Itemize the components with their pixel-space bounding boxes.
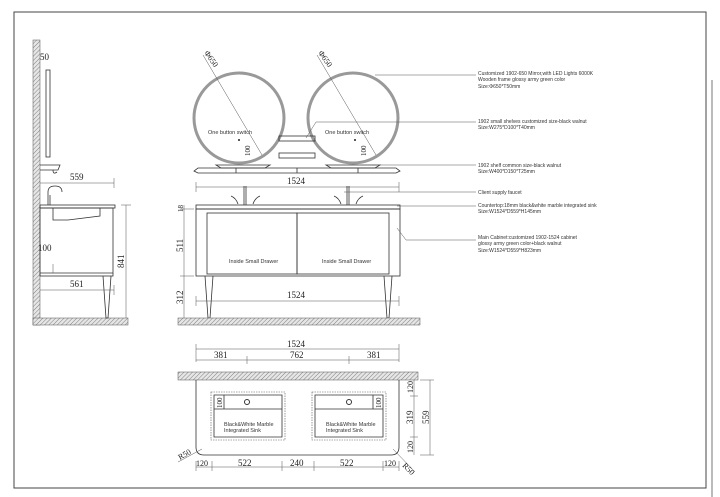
faucet-right (333, 186, 364, 205)
svg-text:Size:W400*D150*T25mm: Size:W400*D150*T25mm (478, 169, 535, 175)
svg-text:Size:W275*D100*T40mm: Size:W275*D100*T40mm (478, 125, 535, 131)
annotation-mirror: Customized 1902-650 Mirror,with LED Ligh… (478, 71, 594, 90)
annotations: Customized 1902-650 Mirror,with LED Ligh… (305, 71, 597, 254)
drawer-left-label: Inside Small Drawer (229, 259, 278, 265)
sink-right (311, 391, 387, 441)
mirror-left (192, 71, 286, 165)
sink-label-left-1: Black&White Marble (224, 422, 274, 428)
drawer-right-label: Inside Small Drawer (322, 259, 371, 265)
countertop-outline (195, 380, 400, 456)
switch-label-left: One button switch (208, 130, 252, 136)
annotation-faucet: Client supply faucet (478, 190, 522, 196)
plan-view: 1524 381 762 381 100 100 Black&White Mar… (177, 339, 434, 477)
front-view: Φ650 Φ650 One button switch One button s… (175, 49, 421, 326)
switch-offset-right: 100 (360, 145, 368, 156)
drawer-right (296, 212, 390, 275)
drain-left (244, 399, 250, 405)
floor (32, 317, 129, 326)
sink-label-left-2: Integrated Sink (224, 428, 261, 434)
sink-bowl-side (52, 208, 101, 221)
radius-left: R50 (177, 447, 193, 461)
dim-bottom-1: 120 (196, 459, 208, 468)
dim-right-segment: 381 (367, 350, 381, 360)
dim-sink-depth: 319 (405, 410, 415, 424)
svg-text:1902 shelf common size-black w: 1902 shelf common size-black walnut (478, 163, 562, 169)
svg-text:Size:Φ650*T50mm: Size:Φ650*T50mm (478, 84, 520, 90)
dim-shelf-width: 1524 (287, 176, 306, 186)
dim-middle-segment: 762 (290, 350, 304, 360)
dim-bottom-3: 240 (290, 458, 304, 468)
dim-bottom-5: 120 (384, 459, 396, 468)
annotation-small-shelves: 1902 small shelves customized size-black… (478, 119, 587, 131)
dim-handle-offset: 100 (38, 243, 52, 253)
shelf-side (40, 164, 61, 174)
faucet-left (230, 186, 261, 205)
svg-text:Countertop:18mm black&white ma: Countertop:18mm black&white marble integ… (478, 203, 597, 209)
sink-left (210, 391, 286, 441)
drain-right (346, 399, 352, 405)
svg-text:glossy army green color+black: glossy army green color+black walnut (478, 241, 562, 247)
long-shelf (193, 167, 401, 174)
dim-mirror-thickness: 50 (40, 52, 50, 62)
dim-depth-top: 559 (70, 172, 84, 182)
dim-counter-thickness: 18 (177, 205, 185, 213)
svg-text:Client supply faucet: Client supply faucet (478, 190, 522, 196)
dim-plan-total-width: 1524 (287, 339, 306, 349)
sink-offset-right: 100 (375, 397, 383, 408)
floor-front (177, 317, 421, 326)
wall-plan (177, 371, 419, 381)
svg-text:Main Cabinet:customized 1902-1: Main Cabinet:customized 1902-1524 cabine… (478, 235, 578, 241)
dim-cabinet-height: 511 (175, 239, 185, 252)
small-shelf-lower (278, 152, 316, 159)
shelf-bowls (214, 164, 382, 169)
sink-label-right-2: Integrated Sink (326, 428, 363, 434)
annotation-shelf: 1902 shelf common size-black walnut Size… (478, 163, 562, 175)
countertop-front (195, 204, 401, 210)
dim-left-segment: 381 (214, 350, 228, 360)
faucet-side (47, 185, 63, 205)
switch-offset-left: 100 (244, 145, 252, 156)
mirror-side (45, 69, 51, 158)
dim-leg-height: 312 (175, 291, 185, 305)
dim-depth-front: 120 (406, 381, 415, 393)
drawing-frame (13, 11, 707, 489)
cabinet-front (195, 208, 401, 277)
svg-text:Size:W1524*D559*H823mm: Size:W1524*D559*H823mm (478, 248, 541, 254)
dim-total-depth: 559 (421, 410, 431, 424)
leg-side (102, 275, 112, 319)
svg-text:Wooden frame glossy army green: Wooden frame glossy army green color (478, 77, 566, 83)
small-shelf-upper (278, 135, 316, 142)
radius-right: R50 (401, 461, 417, 477)
side-view: 50 559 100 561 841 (32, 39, 131, 326)
cabinet-side (39, 207, 114, 277)
mirror-right (306, 71, 400, 165)
svg-text:1902 small shelves customized: 1902 small shelves customized size-black… (478, 119, 587, 125)
countertop-side (39, 204, 116, 209)
dim-cabinet-width: 1524 (287, 290, 306, 300)
switch-dot-left (238, 139, 240, 141)
dim-bottom-4: 522 (340, 458, 354, 468)
dim-depth-bottom: 561 (70, 279, 84, 289)
sink-offset-left: 100 (216, 397, 224, 408)
annotation-countertop: Countertop:18mm black&white marble integ… (478, 203, 597, 215)
wall (32, 39, 41, 326)
dim-depth-back: 120 (406, 441, 415, 453)
switch-label-right: One button switch (325, 130, 369, 136)
svg-text:Size:W1524*D559*H145mm: Size:W1524*D559*H145mm (478, 209, 541, 215)
svg-text:Customized 1902-650 Mirror,wit: Customized 1902-650 Mirror,with LED Ligh… (478, 71, 594, 77)
switch-dot-right (354, 139, 356, 141)
dim-height-total: 841 (116, 255, 126, 269)
dim-bottom-2: 522 (238, 458, 252, 468)
annotation-cabinet: Main Cabinet:customized 1902-1524 cabine… (478, 235, 578, 254)
sink-label-right-1: Black&White Marble (326, 422, 376, 428)
